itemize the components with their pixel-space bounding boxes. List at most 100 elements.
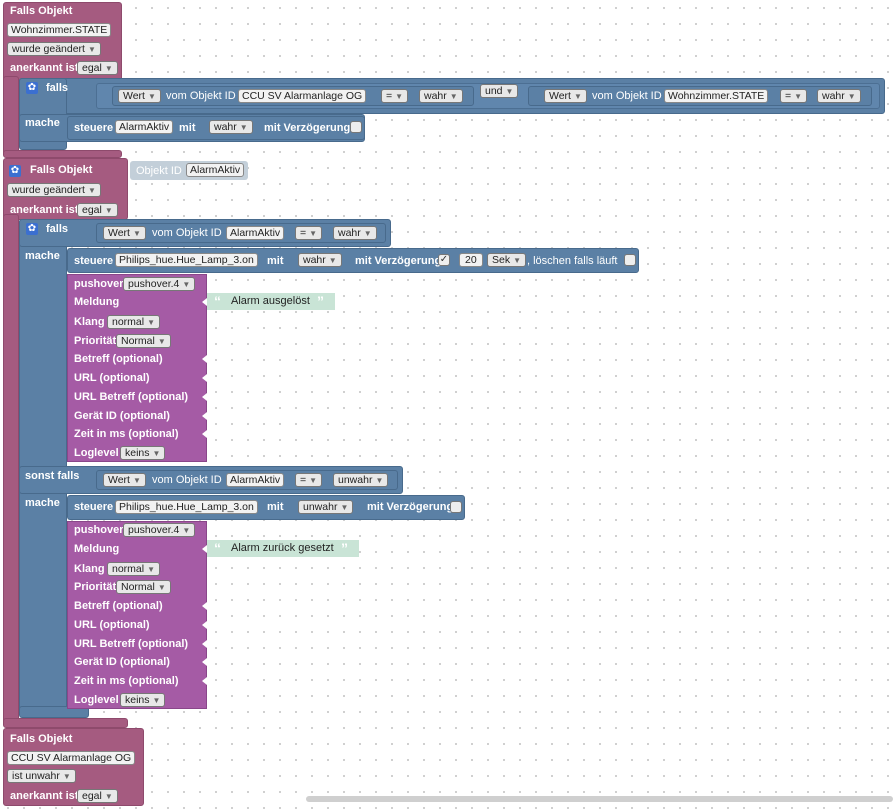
wert-dropdown[interactable]: Wert▼ [118,89,161,103]
object-id-field[interactable]: Wohnzimmer.STATE [664,89,769,103]
delay-checkbox[interactable]: ✓ [438,254,450,266]
mache-label: mache [25,117,60,129]
steuere-label: steuere [74,255,114,267]
url-betreff-label: URL Betreff (optional) [74,638,189,650]
triangle-down-icon: ▼ [239,123,248,132]
wert-dropdown[interactable]: Wert▼ [103,473,146,487]
mit-verzoegerung-label: mit Verzögerung [367,501,454,513]
quote-icon: “ [214,293,221,309]
mit-label: mit [267,255,284,267]
loglevel-dropdown[interactable]: keins▼ [120,693,166,707]
value-dropdown[interactable]: unwahr▼ [333,473,389,487]
input-connector [202,355,207,363]
triangle-down-icon: ▼ [309,229,318,238]
trigger-dropdown[interactable]: wurde geändert▼ [7,183,101,197]
object-id-field[interactable]: CCU SV Alarmanlage OG [7,751,136,765]
input-connector [202,602,207,610]
pushover-instance-dropdown[interactable]: pushover.4▼ [123,523,196,537]
trigger-dropdown[interactable]: wurde geändert▼ [7,42,101,56]
steuere-label: steuere [74,122,114,134]
text-block[interactable] [207,540,359,557]
triangle-down-icon: ▼ [375,476,384,485]
trigger-block-1-foot [3,150,122,158]
value-dropdown[interactable]: wahr▼ [298,253,342,267]
delay-checkbox[interactable] [450,501,462,513]
object-id-field[interactable]: CCU SV Alarmanlage OG [238,89,367,103]
object-id-field[interactable]: Wohnzimmer.STATE [7,23,112,37]
unit-dropdown[interactable]: Sek▼ [487,253,527,267]
klang-dropdown[interactable]: normal▼ [107,562,161,576]
delay-value-field[interactable]: 20 [459,253,483,267]
triangle-down-icon: ▼ [513,256,522,265]
message-text[interactable]: Alarm zurück gesetzt [231,542,334,554]
operator-dropdown[interactable]: =▼ [381,89,409,103]
ack-dropdown[interactable]: egal▼ [77,789,118,803]
quote-icon: ” [317,293,324,309]
mache-label: mache [25,497,60,509]
loglevel-label: Loglevel [74,447,119,459]
target-object-field[interactable]: Philips_hue.Hue_Lamp_3.on [115,253,258,267]
prioritaet-dropdown[interactable]: Normal▼ [116,334,171,348]
prioritaet-label: Priorität [74,581,117,593]
value-dropdown[interactable]: wahr▼ [817,89,861,103]
trigger-block-1-body [3,76,19,156]
geraet-id-label: Gerät ID (optional) [74,410,170,422]
triangle-down-icon: ▼ [104,792,113,801]
target-object-field[interactable]: AlarmAktiv [115,120,174,134]
input-connector [202,621,207,629]
ack-dropdown[interactable]: egal▼ [77,61,118,75]
object-id-field[interactable]: AlarmAktiv [226,473,285,487]
pushover-block-2[interactable] [67,521,207,709]
message-text[interactable]: Alarm ausgelöst [231,295,310,307]
gear-icon[interactable]: ✿ [26,223,38,235]
object-id-field[interactable]: AlarmAktiv [186,163,245,177]
vom-objekt-id-label: vom Objekt ID [152,474,222,486]
und-dropdown[interactable]: und▼ [480,84,519,98]
triangle-down-icon: ▼ [147,565,156,574]
input-connector [202,374,207,382]
trigger-block-3[interactable] [3,728,144,806]
triangle-down-icon: ▼ [152,449,161,458]
betreff-label: Betreff (optional) [74,353,163,365]
operator-dropdown[interactable]: =▼ [295,226,323,240]
steuere-label: steuere [74,501,114,513]
geraet-id-label: Gerät ID (optional) [74,656,170,668]
object-id-field[interactable]: AlarmAktiv [226,226,285,240]
delay-checkbox[interactable] [350,121,362,133]
ack-dropdown[interactable]: egal▼ [77,203,118,217]
target-object-field[interactable]: Philips_hue.Hue_Lamp_3.on [115,500,258,514]
vom-objekt-id-label: vom Objekt ID [166,90,236,102]
gear-icon[interactable]: ✿ [26,82,38,94]
triangle-down-icon: ▼ [87,45,96,54]
meldung-label: Meldung [74,543,120,555]
klang-dropdown[interactable]: normal▼ [107,315,161,329]
value-dropdown[interactable]: wahr▼ [209,120,253,134]
pushover-block-1[interactable] [67,274,207,462]
wert-dropdown[interactable]: Wert▼ [103,226,146,240]
triangle-down-icon: ▼ [395,92,404,101]
operator-dropdown[interactable]: =▼ [780,89,808,103]
gear-icon[interactable]: ✿ [9,165,21,177]
text-block[interactable] [207,293,335,310]
falls-label: falls [46,223,69,235]
loglevel-dropdown[interactable]: keins▼ [120,446,166,460]
pushover-instance-dropdown[interactable]: pushover.4▼ [123,277,196,291]
triangle-down-icon: ▼ [132,229,141,238]
trigger-dropdown[interactable]: ist unwahr▼ [7,769,76,783]
triangle-down-icon: ▼ [309,476,318,485]
horizontal-scrollbar[interactable] [306,796,893,802]
value-dropdown[interactable]: wahr▼ [333,226,377,240]
mit-label: mit [267,501,284,513]
prioritaet-label: Priorität [74,335,117,347]
klang-label: Klang [74,316,105,328]
cancel-running-checkbox[interactable] [624,254,636,266]
ack-label: anerkannt ist [10,790,79,802]
input-connector [202,677,207,685]
value-dropdown[interactable]: unwahr▼ [298,500,354,514]
triangle-down-icon: ▼ [182,526,191,535]
wert-dropdown[interactable]: Wert▼ [544,89,587,103]
prioritaet-dropdown[interactable]: Normal▼ [116,580,171,594]
vom-objekt-id-label: vom Objekt ID [152,227,222,239]
value-dropdown[interactable]: wahr▼ [419,89,463,103]
operator-dropdown[interactable]: =▼ [295,473,323,487]
